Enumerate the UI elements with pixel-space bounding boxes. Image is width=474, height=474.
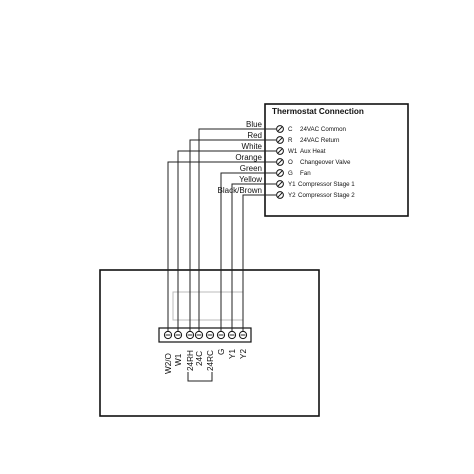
thermostat-code-y2: Y2 <box>288 192 296 199</box>
wire-label-white: White <box>242 142 263 151</box>
wire-label-red: Red <box>247 131 262 140</box>
thermostat-title: Thermostat Connection <box>272 107 364 116</box>
thermostat-code-w1: W1 <box>288 148 298 155</box>
thermostat-connection-box <box>264 103 409 217</box>
thermostat-code-y1: Y1 <box>288 181 296 188</box>
thermostat-code-c: C <box>288 126 293 133</box>
wire-label-blue: Blue <box>246 120 263 129</box>
thermostat-code-r: R <box>288 137 293 144</box>
thermostat-desc-y1: Compressor Stage 1 <box>298 181 355 188</box>
board-label-w1: W1 <box>174 353 183 366</box>
wire-blue <box>198 128 276 336</box>
wire-white <box>177 150 276 336</box>
thermostat-desc-g: Fan <box>300 170 311 177</box>
thermostat-code-o: O <box>288 159 293 166</box>
thermostat-desc-w1: Aux Heat <box>300 148 326 155</box>
wire-red <box>189 139 276 336</box>
wire-label-orange: Orange <box>235 153 262 162</box>
jumper-24rh-24rc <box>187 372 213 382</box>
wire-black-brown <box>242 194 276 336</box>
board-label-y2: Y2 <box>239 349 248 359</box>
thermostat-desc-o: Changeover Valve <box>300 159 351 166</box>
thermostat-desc-r: 24VAC Return <box>300 137 340 144</box>
board-label-24rc: 24RC <box>206 350 215 371</box>
board-label-y1: Y1 <box>228 349 237 359</box>
wire-orange <box>167 161 276 336</box>
board-label-w2o: W2/O <box>164 353 173 374</box>
board-terminals <box>163 330 248 340</box>
wire-label-green: Green <box>240 164 262 173</box>
board-terminal-block <box>158 327 252 343</box>
board-label-24c: 24C <box>195 351 204 366</box>
thermostat-terminals <box>276 125 284 199</box>
wire-yellow <box>231 183 276 336</box>
board-label-g: G <box>217 349 226 355</box>
control-board-box <box>99 269 320 417</box>
thermostat-desc-c: 24VAC Common <box>300 126 347 133</box>
thermostat-code-g: G <box>288 170 293 177</box>
thermostat-desc-y2: Compressor Stage 2 <box>298 192 355 199</box>
wire-label-yellow: Yellow <box>239 175 262 184</box>
wire-label-black-brown: Black/Brown <box>218 186 262 195</box>
wire-green <box>220 172 276 336</box>
board-label-24rh: 24RH <box>186 350 195 371</box>
